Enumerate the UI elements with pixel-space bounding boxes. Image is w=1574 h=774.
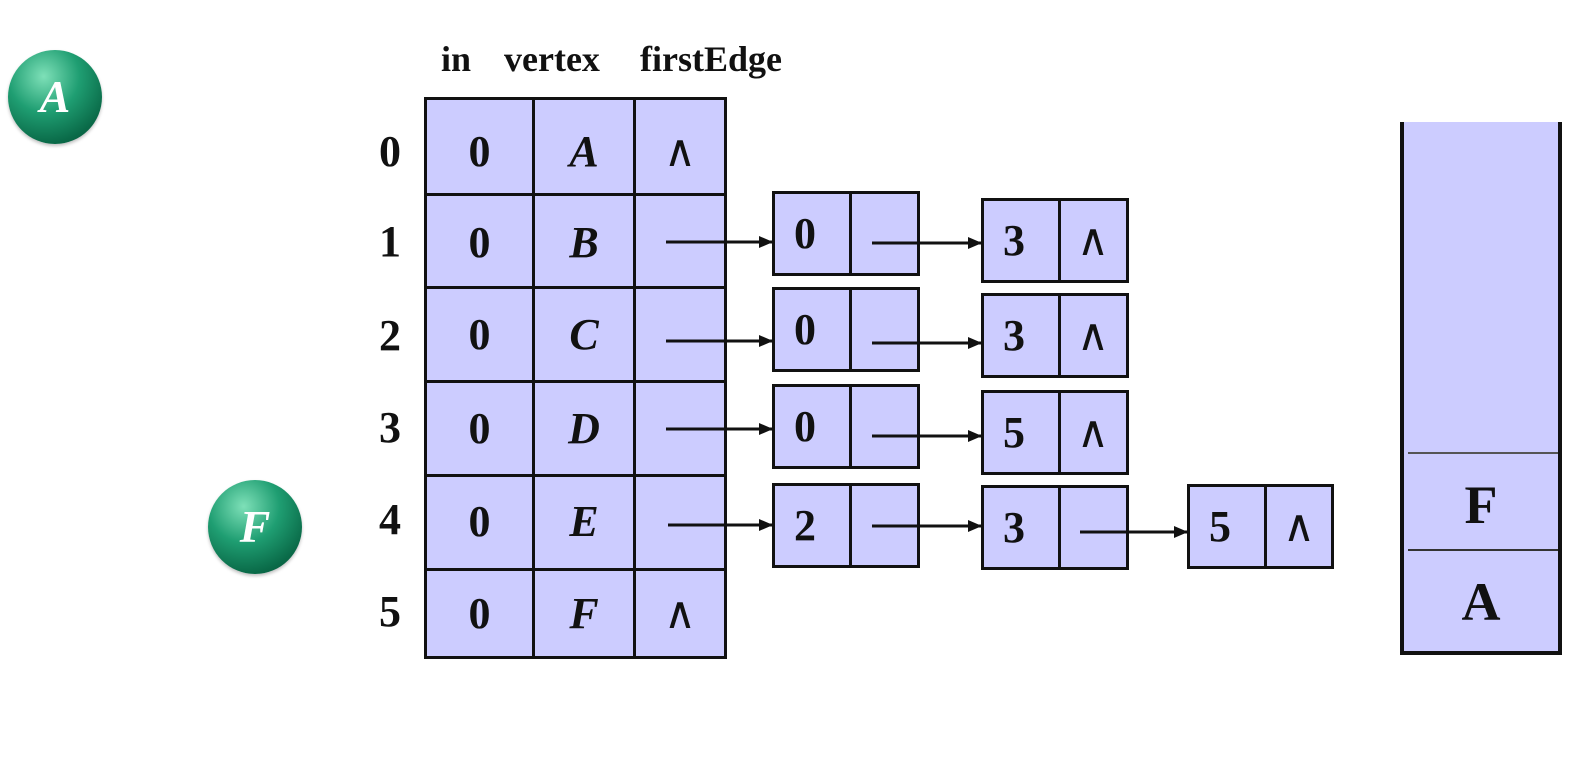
null-pointer: ∧ [1282,502,1316,551]
table-divider [427,193,724,196]
stack-divider [1408,452,1558,454]
edge-node: 3 [981,485,1129,570]
null-pointer-cell: ∧ [663,589,697,638]
edge-node: 5 ∧ [1187,484,1334,569]
table-divider [427,474,724,477]
in-degree-cell: 0 [468,497,491,546]
edge-node-value: 5 [1003,408,1025,457]
vertex-cell: A [569,127,599,176]
header-vertex: vertex [504,39,600,79]
null-pointer: ∧ [1076,216,1110,265]
null-pointer: ∧ [1076,408,1110,457]
in-degree-cell: 0 [468,310,491,359]
table-divider [532,100,535,656]
header-in: in [441,39,472,79]
vertex-cell: B [569,218,599,267]
edge-node-value: 3 [1003,503,1025,552]
null-pointer: ∧ [1076,311,1110,360]
table-divider [427,568,724,571]
edge-node-value: 0 [794,209,816,258]
edge-node-value: 2 [794,501,816,550]
edge-node-value: 3 [1003,311,1025,360]
edge-node-value: 5 [1209,502,1231,551]
table-divider [427,286,724,289]
table-divider [427,380,724,383]
edge-node: 0 [772,287,920,372]
stack-item: F [1464,475,1498,535]
null-pointer-cell: ∧ [663,127,697,176]
row-index: 5 [379,587,401,636]
topo-stack: F A [1400,122,1562,655]
in-degree-cell: 0 [468,218,491,267]
edge-node-value: 3 [1003,216,1025,265]
vertex-table: 0 A ∧ 0 B 0 C 0 D 0 E 0 F ∧ [424,97,727,659]
edge-node-value: 0 [794,402,816,451]
vertex-cell: E [569,497,599,546]
edge-node: 0 [772,384,920,469]
row-index: 4 [379,495,401,544]
marker-ball-a: A [8,50,102,144]
row-index: 0 [379,127,401,176]
marker-ball-f: F [208,480,302,574]
row-index: 2 [379,311,401,360]
header-firstedge: firstEdge [640,39,782,79]
table-divider [633,100,636,656]
edge-node-value: 0 [794,305,816,354]
stack-divider [1408,549,1558,551]
stack-item: A [1461,572,1501,632]
in-degree-cell: 0 [468,127,491,176]
vertex-cell: C [569,310,599,359]
edge-node: 3 ∧ [981,293,1129,378]
row-index: 1 [379,217,401,266]
edge-node: 5 ∧ [981,390,1129,475]
in-degree-cell: 0 [468,404,491,453]
vertex-cell: F [569,589,599,638]
in-degree-cell: 0 [468,589,491,638]
row-index: 3 [379,403,401,452]
edge-node: 0 [772,191,920,276]
edge-node: 3 ∧ [981,198,1129,283]
vertex-cell: D [568,404,600,453]
